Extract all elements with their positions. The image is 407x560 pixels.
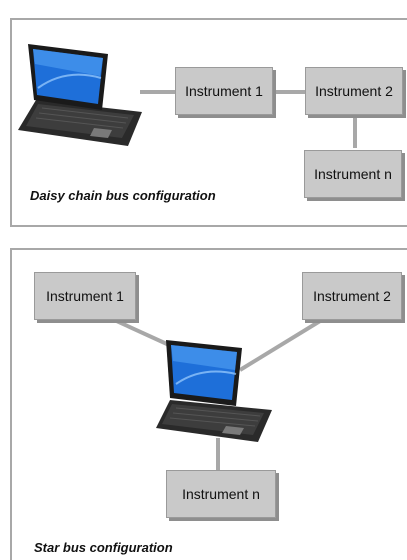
star-instrument-n: Instrument n — [166, 470, 276, 518]
star-instrument-2-label: Instrument 2 — [313, 288, 391, 304]
daisy-instrument-1: Instrument 1 — [175, 67, 273, 115]
star-instrument-n-label: Instrument n — [182, 486, 260, 502]
laptop-icon — [156, 340, 272, 442]
star-instrument-1: Instrument 1 — [34, 272, 136, 320]
daisy-instrument-2-label: Instrument 2 — [315, 83, 393, 99]
star-instrument-1-label: Instrument 1 — [46, 288, 124, 304]
daisy-instrument-2: Instrument 2 — [305, 67, 403, 115]
star-caption: Star bus configuration — [34, 540, 173, 555]
daisy-instrument-1-label: Instrument 1 — [185, 83, 263, 99]
laptop-icon — [18, 44, 142, 146]
daisy-instrument-n: Instrument n — [304, 150, 402, 198]
daisy-caption: Daisy chain bus configuration — [30, 188, 216, 203]
daisy-instrument-n-label: Instrument n — [314, 166, 392, 182]
star-instrument-2: Instrument 2 — [302, 272, 402, 320]
